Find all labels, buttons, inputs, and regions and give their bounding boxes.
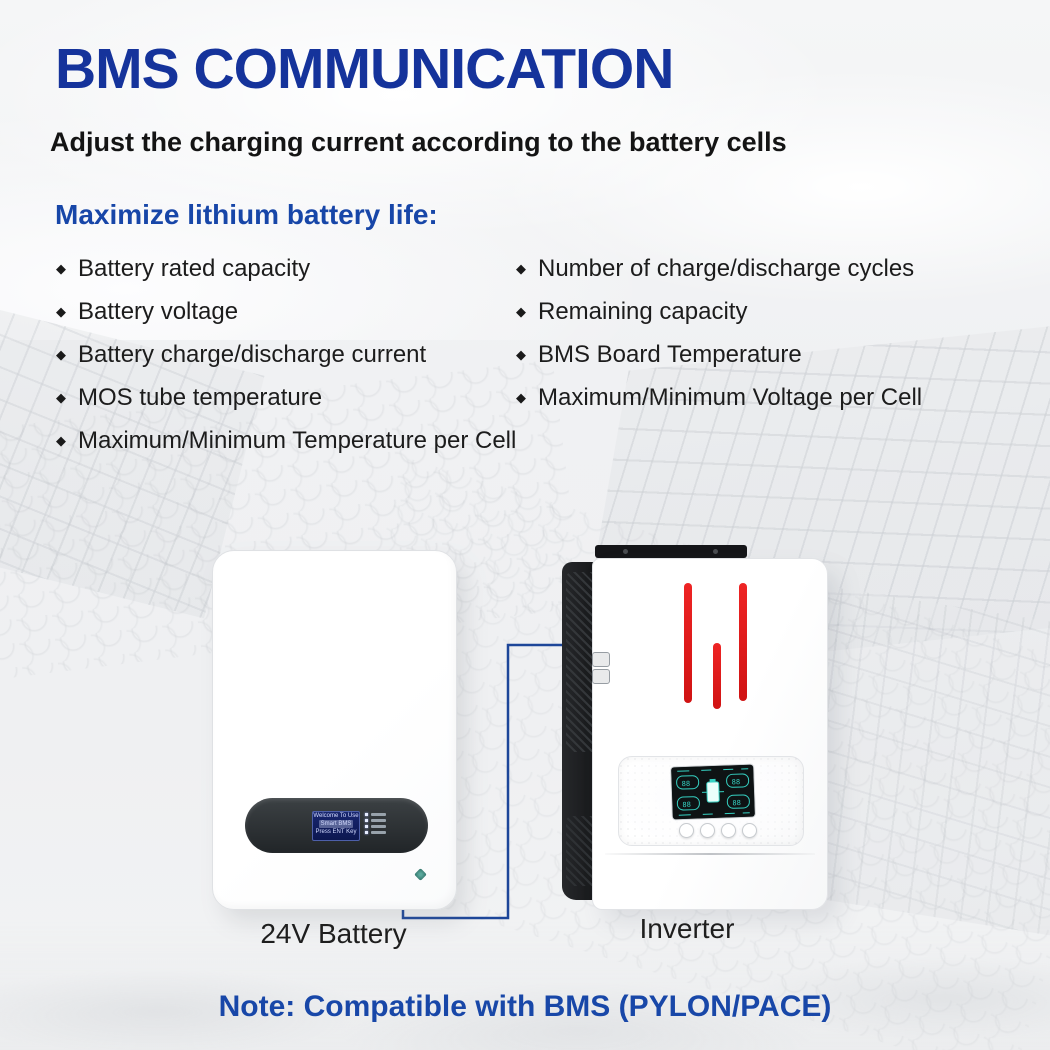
battery-control-panel: Welcome To Use Smart BMS Press ENT Key <box>245 798 428 853</box>
bullet-item: ◆ MOS tube temperature <box>56 376 516 419</box>
bullet-text: Maximum/Minimum Temperature per Cell <box>78 426 517 454</box>
inverter-mount-bracket <box>595 545 747 558</box>
led-icon <box>365 831 368 834</box>
inverter-display-panel: 88 88 88 88 <box>618 756 804 846</box>
led-label <box>371 825 386 828</box>
section-heading: Maximize lithium battery life: <box>55 199 438 230</box>
inverter-front-panel: 88 88 88 88 <box>592 558 828 910</box>
bullet-text: Battery charge/discharge current <box>78 340 427 368</box>
bullet-text: BMS Board Temperature <box>538 340 802 368</box>
led-icon <box>365 825 368 828</box>
inverter-label: Inverter <box>639 913 735 944</box>
bullet-text: Battery rated capacity <box>78 254 311 282</box>
inverter-logo-bar <box>739 583 747 701</box>
svg-text:88: 88 <box>682 780 691 788</box>
bullet-text: Battery voltage <box>78 297 239 325</box>
bullet-item: ◆ Maximum/Minimum Temperature per Cell <box>56 419 516 462</box>
diamond-bullet-icon: ◆ <box>56 390 66 405</box>
inverter-button-icon <box>721 823 736 838</box>
inverter-comm-port <box>592 669 610 684</box>
diamond-bullet-icon: ◆ <box>56 304 66 319</box>
bullet-item: ◆ BMS Board Temperature <box>516 333 922 376</box>
bullet-item: ◆ Maximum/Minimum Voltage per Cell <box>516 376 922 419</box>
page-subtitle: Adjust the charging current according to… <box>50 127 787 157</box>
led-icon <box>365 813 368 816</box>
bullet-list-left: ◆ Battery rated capacity ◆ Battery voltage… <box>56 247 516 462</box>
diamond-bullet-icon: ◆ <box>56 347 66 362</box>
inverter-seam-line <box>605 853 815 855</box>
inverter-button-icon <box>679 823 694 838</box>
led-icon <box>365 819 368 822</box>
diamond-bullet-icon: ◆ <box>516 261 526 276</box>
compatibility-note: Note: Compatible with BMS (PYLON/PACE) <box>218 990 832 1023</box>
svg-text:88: 88 <box>682 801 691 809</box>
inverter-lcd-screen: 88 88 88 88 <box>670 763 756 821</box>
bullet-text: Remaining capacity <box>538 297 748 325</box>
bullet-item: ◆ Battery rated capacity <box>56 247 516 290</box>
battery-indicator-leds <box>365 813 386 834</box>
inverter-device: 88 88 88 88 <box>562 545 828 913</box>
led-label <box>371 819 386 822</box>
led-row <box>365 813 386 816</box>
diamond-bullet-icon: ◆ <box>516 347 526 362</box>
bullet-text: Number of charge/discharge cycles <box>538 254 915 282</box>
svg-text:88: 88 <box>732 778 741 786</box>
bullet-item: ◆ Battery voltage <box>56 290 516 333</box>
led-label <box>371 831 386 834</box>
inverter-buttons <box>679 823 757 838</box>
diamond-bullet-icon: ◆ <box>516 304 526 319</box>
bullet-text: MOS tube temperature <box>78 383 323 411</box>
led-row <box>365 831 386 834</box>
bullet-item: ◆ Remaining capacity <box>516 290 922 333</box>
battery-lcd-line: Welcome To Use <box>313 813 359 819</box>
screw-icon <box>623 549 628 554</box>
screw-icon <box>713 549 718 554</box>
diamond-bullet-icon: ◆ <box>56 261 66 276</box>
led-row <box>365 825 386 828</box>
battery-lcd-screen: Welcome To Use Smart BMS Press ENT Key <box>312 811 360 841</box>
battery-lcd-line: Press ENT Key <box>315 829 357 836</box>
battery-label: 24V Battery <box>260 918 407 949</box>
page-title: BMS COMMUNICATION <box>55 37 674 101</box>
inverter-comm-port <box>592 652 610 667</box>
led-label <box>371 813 386 816</box>
bullet-text: Maximum/Minimum Voltage per Cell <box>538 383 923 411</box>
bullet-item: ◆ Number of charge/discharge cycles <box>516 247 922 290</box>
inverter-logo-bar <box>713 643 721 709</box>
bullet-list-right: ◆ Number of charge/discharge cycles ◆ Rema… <box>516 247 922 419</box>
battery-lcd-line: Smart BMS <box>319 820 353 829</box>
inverter-logo-bar <box>684 583 692 703</box>
battery-brand-logo-icon <box>414 868 427 881</box>
diamond-bullet-icon: ◆ <box>516 390 526 405</box>
led-row <box>365 819 386 822</box>
bullet-item: ◆ Battery charge/discharge current <box>56 333 516 376</box>
diamond-bullet-icon: ◆ <box>56 433 66 448</box>
battery-device: Welcome To Use Smart BMS Press ENT Key <box>212 550 457 910</box>
svg-text:88: 88 <box>732 799 741 807</box>
inverter-button-icon <box>742 823 757 838</box>
inverter-button-icon <box>700 823 715 838</box>
